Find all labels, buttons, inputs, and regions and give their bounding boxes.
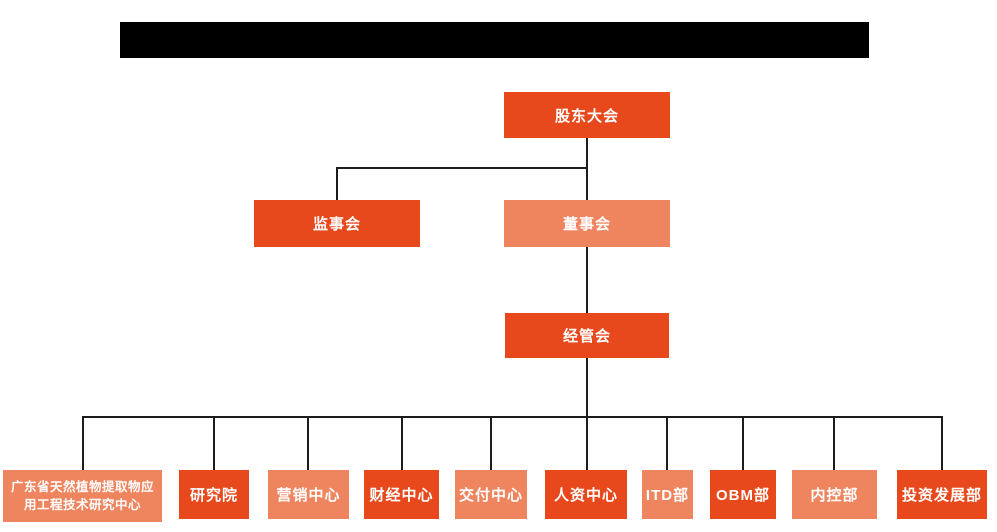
node-label: 人资中心	[553, 487, 618, 504]
node-board-of-directors: 董事会	[504, 200, 670, 247]
connector-dept-drop	[941, 416, 943, 470]
node-label: 监事会	[312, 216, 361, 233]
node-dept-obm: OBM部	[710, 470, 776, 519]
connector-dept-drop	[213, 416, 215, 470]
connector-dept-drop	[490, 416, 492, 470]
node-dept-investment-development: 投资发展部	[897, 470, 987, 519]
node-supervisory-board: 监事会	[254, 200, 420, 247]
connector-dept-drop	[833, 416, 835, 470]
connector-departments-horizontal	[82, 416, 943, 418]
node-dept-research-institute: 研究院	[179, 470, 249, 519]
connector-dept-drop	[742, 416, 744, 470]
node-label: 财经中心	[369, 487, 434, 504]
node-dept-finance-center: 财经中心	[364, 470, 439, 519]
connector-dept-drop	[307, 416, 309, 470]
connector-dept-drop	[666, 416, 668, 470]
node-dept-hr-center: 人资中心	[545, 470, 627, 519]
node-label-line1: 广东省天然植物提取物应	[10, 479, 154, 494]
node-management-committee: 经管会	[505, 313, 669, 358]
node-label-line2: 用工程技术研究中心	[23, 498, 141, 512]
node-label: 营销中心	[276, 487, 341, 504]
node-shareholders-meeting: 股东大会	[504, 92, 670, 138]
node-dept-marketing-center: 营销中心	[268, 470, 349, 519]
connector-root-drop	[586, 138, 588, 168]
node-label: 董事会	[562, 216, 611, 233]
node-label: 交付中心	[458, 487, 523, 504]
redacted-title-bar	[120, 22, 869, 58]
connector-dept-drop	[586, 416, 588, 470]
node-label: 内控部	[810, 487, 859, 504]
node-label: ITD部	[645, 487, 690, 504]
connector-dept-drop	[82, 416, 84, 470]
node-label: 投资发展部	[901, 487, 982, 504]
node-dept-itd: ITD部	[642, 470, 693, 519]
connector-supervisory-drop	[336, 167, 338, 200]
connector-board-to-management	[586, 247, 588, 313]
node-label: 股东大会	[554, 107, 619, 125]
node-dept-internal-control: 内控部	[792, 470, 877, 519]
node-label: 经管会	[562, 328, 611, 345]
connector-board-drop	[586, 167, 588, 200]
connector-management-drop	[586, 358, 588, 417]
node-dept-delivery-center: 交付中心	[455, 470, 527, 519]
node-label: OBM部	[716, 487, 770, 504]
connector-branch-horizontal	[336, 167, 588, 169]
connector-dept-drop	[401, 416, 403, 470]
node-label: 研究院	[189, 487, 238, 504]
node-dept-research-center: 广东省天然植物提取物应 用工程技术研究中心	[3, 470, 162, 522]
